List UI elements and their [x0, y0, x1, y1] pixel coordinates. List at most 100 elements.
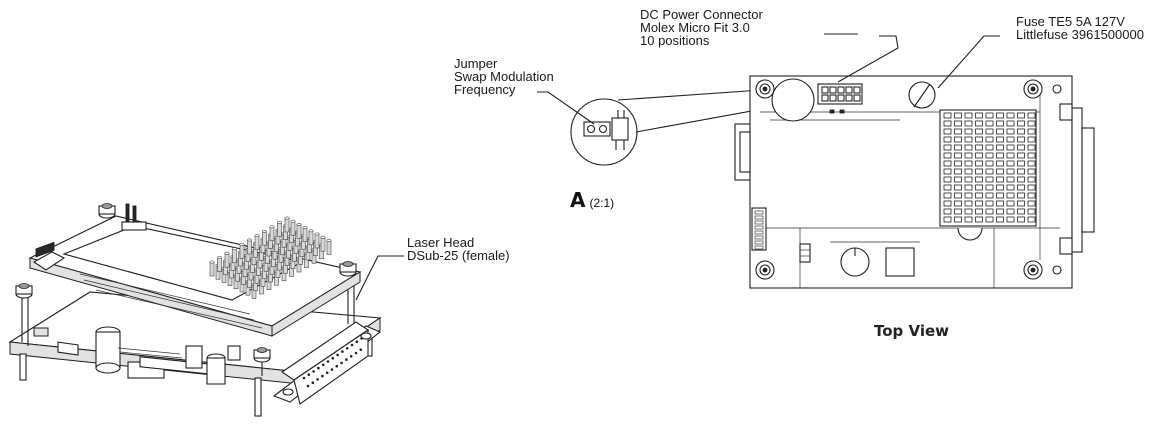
iso-heatsink-fin-top [277, 221, 282, 224]
heatsink-fin [996, 168, 1004, 175]
heatsink-fin [996, 152, 1004, 159]
heatsink-fin [964, 160, 973, 167]
iso-heatsink-fin [224, 252, 230, 268]
heatsink-fin [985, 160, 994, 167]
heatsink-fin [964, 128, 973, 135]
heatsink-fin [1027, 208, 1036, 215]
dc-connector-pin [821, 94, 829, 102]
dc-connector-pin [837, 94, 845, 102]
heatsink-fin [1006, 200, 1015, 207]
heatsink-fin [1006, 192, 1015, 199]
iso-heatsink-fin [262, 230, 267, 246]
heatsink-fin [1017, 136, 1025, 143]
iso-heatsink-fin-top [326, 239, 332, 242]
iso-heatsink-fin [277, 222, 282, 237]
top-view-title: Top View [874, 322, 950, 340]
iso-trace [119, 351, 183, 359]
iso-edge-line [95, 289, 263, 329]
heatsink-fin [1017, 168, 1025, 175]
iso-dc-connector-body [35, 241, 55, 258]
heatsink-fin [1006, 144, 1015, 151]
iso-component [33, 327, 49, 337]
heatsink-fin [996, 176, 1004, 183]
iso-heatsink-fin-top [314, 232, 320, 236]
heatsink-fin [1027, 192, 1036, 199]
heatsink-fin [964, 208, 973, 215]
iso-dsub-pins [302, 337, 363, 388]
heatsink-fin [954, 152, 962, 159]
top-cap-outline [957, 227, 983, 241]
pin-header-pin [754, 210, 764, 215]
dc-connector-pin [853, 94, 861, 102]
top-pin-header-pins [754, 210, 764, 250]
heatsink-fin [1006, 168, 1015, 175]
heatsink-fin [964, 176, 973, 183]
heatsink-fin [975, 200, 983, 207]
heatsink-fin [985, 120, 994, 127]
iso-dsub-pin [336, 353, 339, 357]
iso-heatsink-fin-top [269, 225, 275, 229]
heatsink-fin [1017, 120, 1025, 127]
iso-heatsink-fin [314, 233, 320, 249]
top-left-connector-inner [739, 131, 751, 173]
iso-dsub-screw [360, 332, 372, 340]
pin-header-pin [754, 220, 764, 225]
heatsink-fin [943, 184, 952, 191]
heatsink-fin [964, 144, 973, 151]
top-view [734, 33, 1095, 289]
heatsink-fin [985, 152, 994, 159]
jumper-label: Jumper Swap Modulation Frequency [454, 57, 554, 96]
jumper-label-line3: Frequency [454, 82, 516, 97]
heatsink-fin [985, 200, 994, 207]
iso-dsub-pin [359, 348, 363, 352]
fuse-label: Fuse TE5 5A 127V Littlefuse 3961500000 [1016, 15, 1144, 41]
top-small-hole [1052, 84, 1062, 94]
heatsink-fin [1006, 136, 1015, 143]
heatsink-fin [1006, 152, 1015, 159]
heatsink-fin [996, 112, 1004, 119]
heatsink-fin [964, 152, 973, 159]
iso-dsub-shell-face [293, 328, 369, 405]
iso-heatsink-fin [232, 248, 237, 264]
iso-pot [206, 357, 226, 385]
top-relay [885, 247, 915, 277]
top-mount-hole [1023, 79, 1043, 99]
leader-laser-head [355, 255, 404, 301]
iso-leg [19, 353, 27, 381]
heatsink-fin [996, 184, 1004, 191]
top-small-hole [1052, 265, 1062, 275]
heatsink-fin [1027, 168, 1036, 175]
heatsink-fin [985, 112, 994, 119]
top-mount-hole [755, 79, 775, 99]
iso-nut [339, 261, 357, 277]
iso-relay [185, 345, 203, 369]
detail-jumper-side [611, 117, 629, 141]
heatsink-fin [964, 120, 973, 127]
top-dsub-bracket [1059, 237, 1073, 255]
pin-header-pin [754, 225, 764, 230]
fuse-label-line1: Fuse TE5 5A 127V [1016, 14, 1125, 29]
iso-heatsink-fin-top [290, 219, 296, 223]
iso-dsub-screw [282, 388, 294, 396]
detail-jumper-pin [586, 124, 596, 134]
heatsink-fin [964, 112, 973, 119]
iso-heatsink-fin [296, 224, 302, 239]
heatsink-fin [964, 184, 973, 191]
heatsink-fin [954, 144, 962, 151]
iso-heatsink-fin [302, 227, 308, 242]
iso-heatsink-fin [320, 236, 326, 252]
heatsink-fin [1006, 184, 1015, 191]
top-dc-pins [821, 86, 861, 102]
heatsink-fin [964, 136, 973, 143]
heatsink-fin [996, 120, 1004, 127]
heatsink-fin [1027, 216, 1036, 223]
heatsink-fin [964, 192, 973, 199]
heatsink-fin [975, 192, 983, 199]
dc-connector-pin [829, 94, 837, 102]
dc-connector-label-line2: Molex Micro Fit 3.0 [640, 20, 750, 35]
iso-leg [254, 377, 262, 417]
heatsink-fin [1027, 136, 1036, 143]
iso-dsub-pin [307, 373, 311, 377]
heatsink-fin [1017, 200, 1025, 207]
iso-dip-switch [57, 341, 79, 356]
